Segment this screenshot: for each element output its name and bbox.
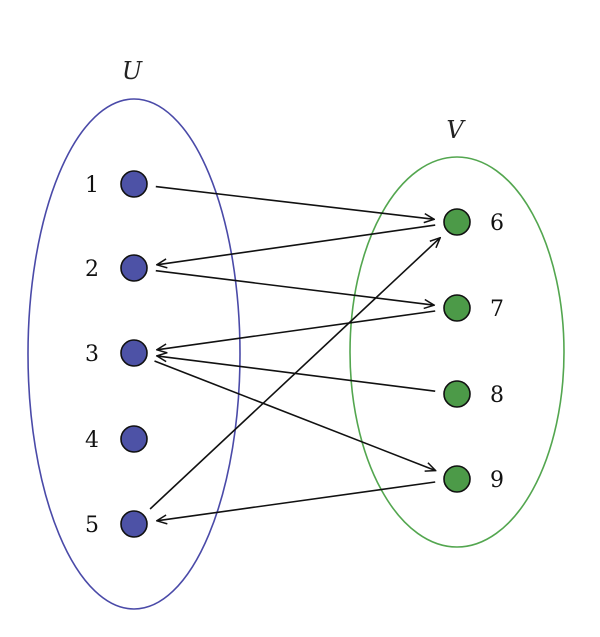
node-label-8: 8 <box>490 383 504 408</box>
set-v-ellipse <box>349 156 565 548</box>
node-label-3: 3 <box>85 342 99 367</box>
node-label-4: 4 <box>85 428 99 453</box>
edge-5-to-6 <box>149 238 440 510</box>
node-label-1: 1 <box>85 173 99 198</box>
node-8 <box>443 380 471 408</box>
set-u-ellipse <box>27 98 241 610</box>
node-5 <box>120 510 148 538</box>
edge-9-to-5 <box>157 481 436 521</box>
set-u-label: U <box>122 57 143 85</box>
edges-layer <box>149 185 440 521</box>
node-label-9: 9 <box>490 468 504 493</box>
node-6 <box>443 208 471 236</box>
edge-7-to-3 <box>157 310 436 350</box>
edge-6-to-2 <box>157 224 436 265</box>
node-2 <box>120 254 148 282</box>
node-4 <box>120 425 148 453</box>
edge-3-to-9 <box>154 360 436 471</box>
node-3 <box>120 339 148 367</box>
node-9 <box>443 465 471 493</box>
node-1 <box>120 170 148 198</box>
node-label-7: 7 <box>490 297 504 322</box>
node-7 <box>443 294 471 322</box>
edge-2-to-7 <box>155 269 434 306</box>
node-label-2: 2 <box>85 257 99 282</box>
nodes-layer: 1 2 3 4 5 6 7 8 9 <box>85 170 504 538</box>
set-v-label: V <box>446 116 466 144</box>
node-label-6: 6 <box>490 211 504 236</box>
edge-1-to-6 <box>155 185 434 220</box>
node-label-5: 5 <box>85 513 99 538</box>
